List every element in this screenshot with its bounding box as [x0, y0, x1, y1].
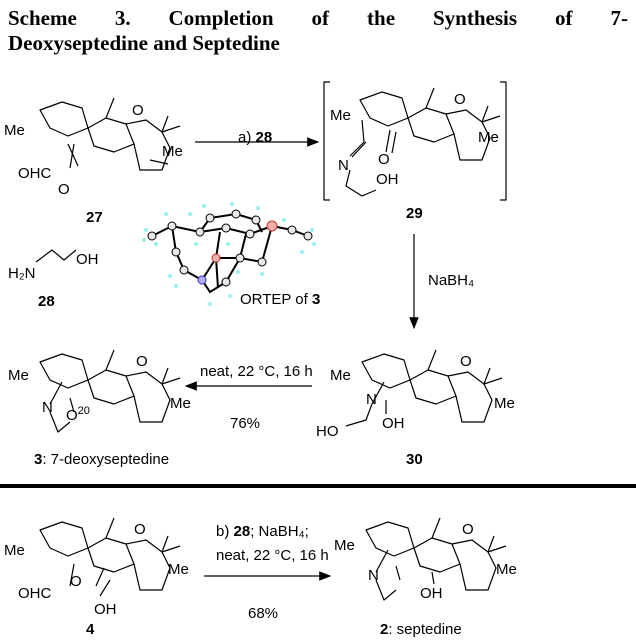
conditions-label: neat, 22 °C, 16 h [200, 363, 313, 380]
reagent-number: 28 [234, 523, 251, 540]
ketone-o-label: O [58, 181, 70, 198]
ketone-o-label: O [460, 353, 472, 370]
title-word: Synthesis [433, 6, 518, 30]
methyl-label: Me [496, 561, 517, 578]
title-word: of [311, 6, 330, 30]
methyl-label: Me [170, 395, 191, 412]
amine-label: H₂N [8, 265, 36, 282]
methyl-label: Me [330, 107, 351, 124]
methyl-label: Me [4, 122, 25, 139]
hydroxyl-label: HO [316, 423, 339, 440]
ether-o-label: O [66, 407, 78, 424]
methyl-label: Me [4, 542, 25, 559]
svg-text:2: septedine: 2: septedine [380, 621, 462, 638]
aldehyde-label: OHC [18, 165, 52, 182]
hydroxyl-label: OH [76, 251, 99, 268]
methyl-label: Me [478, 129, 499, 146]
ketone-o-label: O [134, 521, 146, 538]
title-word: the [367, 6, 396, 30]
ketone-o-label: O [70, 573, 82, 590]
title-word: 7- [610, 6, 629, 30]
compound-name: : 7-deoxyseptedine [42, 451, 169, 468]
aldehyde-label: OHC [18, 585, 52, 602]
step-label: b) [216, 523, 234, 540]
title-word: of [555, 6, 573, 30]
title-line-2: Deoxyseptedine and Septedine [8, 31, 280, 55]
hydroxyl-label: OH [382, 415, 405, 432]
title-line-1: Scheme 3. Completion of the Synthesis of… [8, 6, 628, 31]
reagent-number: 28 [256, 129, 273, 146]
compound-29: Me N OH O O Me 29 [323, 81, 507, 222]
methyl-label: Me [330, 367, 351, 384]
methyl-label: Me [162, 143, 183, 160]
svg-text:ORTEP of 3: ORTEP of 3 [240, 291, 320, 308]
ortep-structure-3: ORTEP of 3 [142, 202, 320, 308]
reagent-label: NaBH₄ [428, 272, 474, 289]
compound-28: H₂N OH 28 [8, 249, 99, 310]
compound-30: Me N OH HO O Me 30 [316, 349, 515, 468]
hydroxyl-label: OH [420, 585, 443, 602]
atom-number: 20 [78, 405, 90, 417]
ketone-o-label: O [378, 151, 390, 168]
ortep-label: ORTEP of [240, 291, 312, 308]
reagent-label: ; NaBH₄; [250, 523, 309, 540]
compound-number: 2 [380, 621, 388, 638]
reaction-arrow-cyclization: neat, 22 °C, 16 h 76% [184, 363, 313, 432]
scheme-title: Scheme 3. Completion of the Synthesis of… [8, 6, 628, 56]
compound-number: 29 [406, 205, 423, 222]
compound-number: 3 [312, 291, 320, 308]
reaction-arrow-b: b) 28; NaBH₄; neat, 22 °C, 16 h 68% [204, 523, 332, 622]
yield-label: 76% [230, 415, 260, 432]
compound-number: 27 [86, 209, 103, 226]
compound-number: 3 [34, 451, 42, 468]
ketone-o-label: O [132, 102, 144, 119]
svg-text:a) 28: a) 28 [238, 129, 272, 146]
hydroxyl-label: OH [376, 171, 399, 188]
compound-27: Me OHC O O Me 27 [4, 97, 183, 226]
svg-text:b) 28; NaBH₄;: b) 28; NaBH₄; [216, 523, 309, 540]
compound-4: Me OHC O OH O Me 4 [4, 517, 189, 638]
methyl-label: Me [334, 537, 355, 554]
conditions-label: neat, 22 °C, 16 h [216, 547, 329, 564]
methyl-label: Me [8, 367, 29, 384]
title-word: Scheme [8, 6, 77, 30]
reaction-arrow-reduction: NaBH₄ [409, 234, 474, 330]
svg-text:O20: O20 [66, 405, 90, 424]
title-word: 3. [114, 6, 131, 30]
compound-name: : septedine [388, 621, 461, 638]
title-word: Completion [168, 6, 274, 30]
nitrogen-label: N [42, 399, 53, 416]
compound-number: 30 [406, 451, 423, 468]
nitrogen-label: N [338, 157, 349, 174]
compound-number: 28 [38, 293, 55, 310]
compound-2: Me N OH O Me 2: septedine [334, 517, 517, 638]
step-label: a) [238, 129, 256, 146]
nitrogen-label: N [366, 391, 377, 408]
hydroxyl-label: OH [94, 601, 117, 618]
ketone-o-label: O [136, 353, 148, 370]
ketone-o-label: O [454, 91, 466, 108]
yield-label: 68% [248, 605, 278, 622]
compound-number: 4 [86, 621, 95, 638]
nitrogen-label: N [368, 567, 379, 584]
reaction-arrow-a: a) 28 [195, 129, 320, 147]
compound-3: Me N O20 O Me 3: 7-deoxyseptedine [8, 349, 191, 468]
methyl-label: Me [494, 395, 515, 412]
methyl-label: Me [168, 561, 189, 578]
svg-text:3: 7-deoxyseptedine: 3: 7-deoxyseptedine [34, 451, 169, 468]
ketone-o-label: O [462, 521, 474, 538]
